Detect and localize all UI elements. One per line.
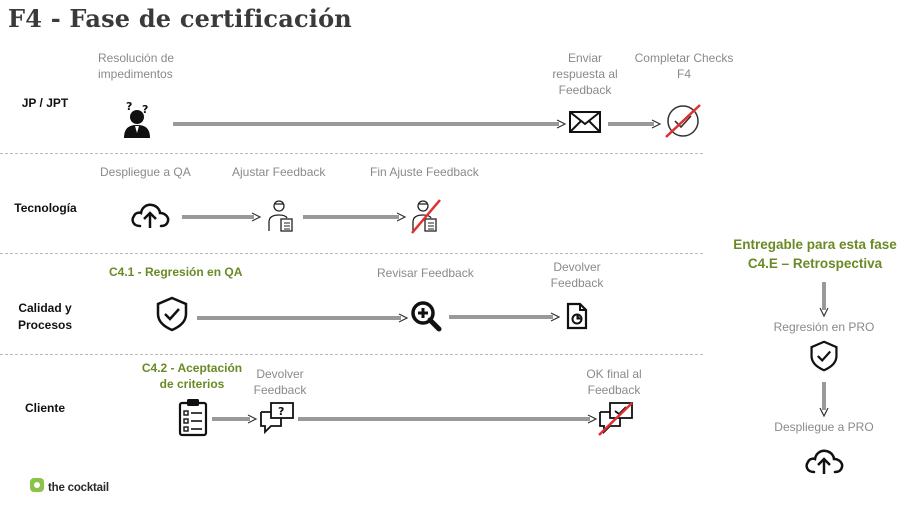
worker-icon <box>266 198 296 232</box>
deliverable-title-line1: Entregable para esta fase <box>733 237 897 252</box>
step-revisar-feedback: Revisar Feedback <box>377 266 474 280</box>
step-ajustar-feedback: Ajustar Feedback <box>232 165 326 179</box>
flow-arrow <box>197 313 409 323</box>
clipboard-checklist-icon <box>178 398 208 437</box>
step-devolver-feedback-calidad: Devolver Feedback <box>550 260 604 290</box>
flow-arrow <box>173 119 567 129</box>
svg-text:?: ? <box>142 103 148 116</box>
worker-icon <box>410 198 442 234</box>
flow-arrow <box>608 119 662 129</box>
zoom-in-icon <box>410 300 442 332</box>
row-separator <box>0 354 703 355</box>
step-c42-aceptacion-criterios: C4.2 - Aceptación de criterios <box>141 361 243 391</box>
step-enviar-respuesta: Enviar respuesta al Feedback <box>552 51 618 97</box>
row-label-tecnologia: Tecnología <box>14 201 77 215</box>
document-icon <box>566 302 588 330</box>
row-label-cliente: Cliente <box>24 401 65 415</box>
step-fin-ajuste-feedback: Fin Ajuste Feedback <box>370 165 479 179</box>
step-devolver-feedback-cliente: Devolver Feedback <box>253 367 307 397</box>
flow-arrow <box>449 312 561 322</box>
step-resolucion-impedimentos: Resolución de impedimentos <box>98 51 175 81</box>
check-circle-icon <box>664 104 702 138</box>
step-despliegue-qa: Despliegue a QA <box>100 165 191 179</box>
step-ok-final-feedback: OK final al Feedback <box>586 367 642 397</box>
chat-check-icon <box>598 402 634 436</box>
deliverable-regresion-pro: Regresión en PRO <box>773 320 875 334</box>
deliverable-despliegue-pro: Despliegue a PRO <box>774 420 874 434</box>
envelope-icon <box>569 111 601 133</box>
down-arrow <box>819 282 829 318</box>
row-separator <box>0 153 703 154</box>
flow-arrow <box>212 414 258 424</box>
row-label-calidad: Calidad y Procesos <box>17 301 73 332</box>
cocktail-logo-icon <box>30 478 44 497</box>
step-completar-checks: Completar Checks F4 <box>634 51 734 81</box>
flow-arrow <box>303 212 407 222</box>
chat-question-icon: ? <box>259 402 295 435</box>
cloud-upload-icon <box>130 200 170 230</box>
down-arrow <box>819 382 829 418</box>
flow-arrow <box>182 212 262 222</box>
page-title: F4 - Fase de certificación <box>8 4 352 33</box>
deliverable-title: Entregable para esta fase C4.E – Retrosp… <box>720 235 908 273</box>
deliverable-title-line2: C4.E – Retrospectiva <box>747 256 883 271</box>
person-question-icon: ? ? <box>120 100 154 140</box>
brand-name: the cocktail <box>48 481 109 494</box>
flow-arrow <box>298 414 598 424</box>
step-c41-regresion-qa: C4.1 - Regresión en QA <box>109 265 243 279</box>
shield-check-icon <box>154 296 190 332</box>
cloud-upload-icon <box>804 446 844 476</box>
svg-text:?: ? <box>278 405 284 418</box>
svg-text:?: ? <box>126 100 132 113</box>
row-label-jp: JP / JPT <box>21 96 69 110</box>
row-separator <box>0 253 703 254</box>
shield-check-icon <box>808 340 840 372</box>
brand-logo: the cocktail <box>30 478 109 497</box>
